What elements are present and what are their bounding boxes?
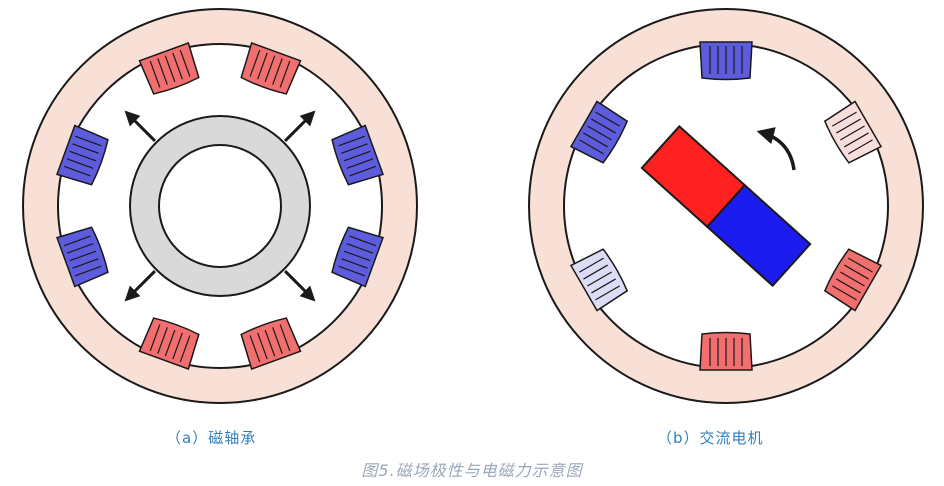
stator-pole-blue	[569, 100, 629, 164]
stator-pole-red	[240, 317, 302, 370]
stator-pole-blue	[331, 226, 384, 288]
rotation-arrow-icon	[756, 127, 796, 171]
stator-pole-red	[699, 331, 753, 371]
stator-pole-blue	[699, 41, 753, 81]
bearing-rotor-bore	[158, 144, 282, 268]
motor-poles	[569, 41, 883, 371]
stator-pole-blue	[331, 124, 384, 186]
caption-ac-motor: （b）交流电机	[657, 429, 764, 447]
force-arrow-icon	[283, 269, 316, 302]
stator-pole-blue	[56, 226, 109, 288]
stator-pole-red	[240, 42, 302, 95]
force-arrows	[124, 110, 316, 302]
ac-motor-diagram	[528, 8, 924, 404]
force-arrow-icon	[283, 110, 316, 143]
caption-magnetic-bearing: （a）磁轴承	[166, 429, 257, 447]
magnet-south-half	[705, 183, 812, 288]
permanent-magnet-rotor	[640, 124, 812, 288]
magnetic-bearing-diagram	[22, 8, 418, 404]
stator-pole-blue	[56, 124, 109, 186]
stator-pole-red	[138, 42, 200, 95]
force-arrow-icon	[124, 110, 157, 143]
stator-pole-light-blue	[569, 248, 629, 312]
stator-pole-red	[823, 248, 883, 312]
stator-pole-light-pink	[823, 100, 883, 164]
figure-title: 图5.磁场极性与电磁力示意图	[361, 461, 583, 480]
bearing-poles	[56, 42, 384, 370]
stator-pole-red	[138, 317, 200, 370]
force-arrow-icon	[124, 269, 157, 302]
